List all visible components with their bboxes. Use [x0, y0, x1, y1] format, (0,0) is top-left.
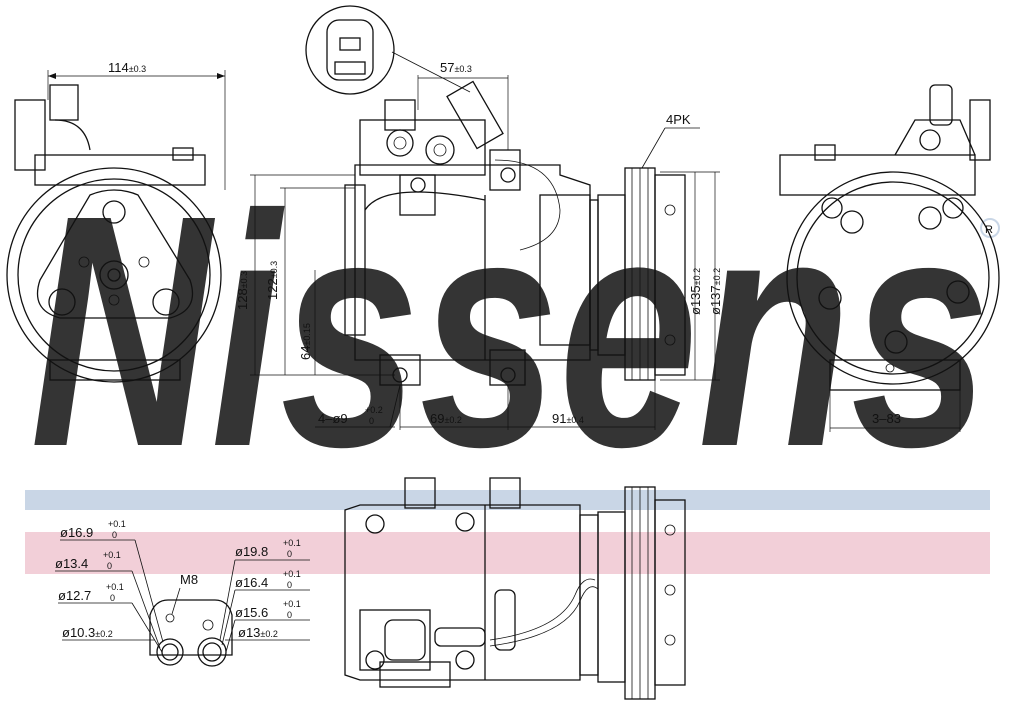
port-l3: ø12.7 [58, 588, 91, 603]
dim-d137: ø137±0.2 [708, 268, 723, 315]
mount-holes-tol-up: +0.2 [365, 405, 383, 415]
port-r2-lo: 0 [287, 580, 292, 590]
front-view-left: 114±0.3 [6, 60, 226, 383]
port-r3: ø15.6 [235, 605, 268, 620]
port-detail: ø16.9 +0.1 0 ø13.4 +0.1 0 ø12.7 +0.1 0 ø… [55, 519, 310, 667]
port-l4: ø10.3±0.2 [62, 625, 113, 640]
port-l1-up: +0.1 [108, 519, 126, 529]
dim-64: 64±0.15 [298, 323, 313, 360]
port-r3-up: +0.1 [283, 599, 301, 609]
rear-view-right: 3–83 [779, 84, 1000, 432]
port-l1-lo: 0 [112, 530, 117, 540]
port-l3-lo: 0 [110, 593, 115, 603]
belt-4pk: 4PK [666, 112, 691, 127]
port-r3-lo: 0 [287, 610, 292, 620]
dim-91: 91±0.4 [552, 411, 584, 426]
dim-69: 69±0.2 [430, 411, 462, 426]
side-view-center: 128±0.3 122±0.3 64±0.15 ø135±0.2 ø137±0.… [235, 5, 723, 430]
dim-57: 57±0.3 [440, 60, 472, 75]
dim-d135: ø135±0.2 [688, 268, 703, 315]
port-r4: ø13±0.2 [238, 625, 278, 640]
mount-holes-tol-lo: 0 [369, 416, 374, 426]
port-l3-up: +0.1 [106, 582, 124, 592]
port-r2-up: +0.1 [283, 569, 301, 579]
port-l2: ø13.4 [55, 556, 88, 571]
dim-122: 122±0.3 [265, 261, 280, 300]
dim-3-83: 3–83 [872, 411, 901, 426]
blue-band [25, 490, 990, 510]
port-l2-lo: 0 [107, 561, 112, 571]
dim-128: 128±0.3 [235, 271, 250, 310]
port-thread-m8: M8 [180, 572, 198, 587]
pink-band [25, 532, 990, 574]
port-r1: ø19.8 [235, 544, 268, 559]
top-view-bottom [344, 477, 686, 700]
watermark-logo: Nissens R [30, 146, 1000, 515]
port-l1: ø16.9 [60, 525, 93, 540]
port-r2: ø16.4 [235, 575, 268, 590]
svg-text:Nissens: Nissens [30, 146, 990, 515]
port-r1-up: +0.1 [283, 538, 301, 548]
dim-mount-holes: 4–ø9 [318, 411, 348, 426]
port-r1-lo: 0 [287, 549, 292, 559]
svg-text:R: R [985, 224, 993, 236]
connector-detail-bubble [305, 5, 395, 95]
port-l2-up: +0.1 [103, 550, 121, 560]
dim-114: 114±0.3 [108, 60, 146, 75]
